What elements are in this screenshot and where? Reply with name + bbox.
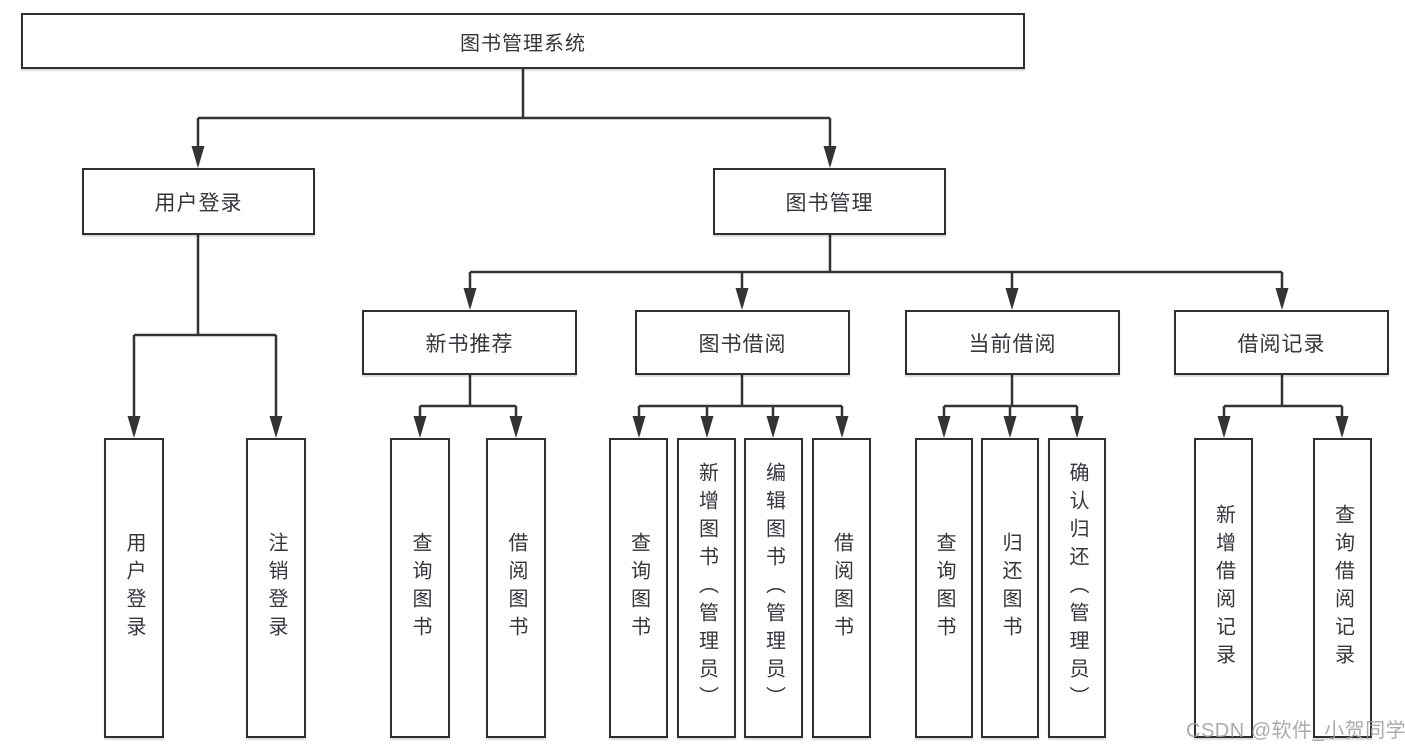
node-root-library-system: 图书管理系统 — [21, 13, 1025, 69]
node-book-management-label: 图书管理 — [785, 191, 874, 215]
node-borrow-records-label: 借阅记录 — [1237, 332, 1326, 356]
node-book-borrow: 图书借阅 — [635, 310, 850, 375]
arrowhead-icons — [127, 146, 1349, 438]
csdn-watermark: CSDN @软件_小贺同学 — [1186, 720, 1405, 742]
leaf-add-borrow-record: 新增借阅记录 — [1194, 438, 1253, 738]
leaf-query-books-recommend: 查询图书 — [390, 438, 450, 738]
leaf-confirm-return-admin: 确认归还（管理员） — [1048, 438, 1106, 738]
node-book-management: 图书管理 — [713, 168, 946, 235]
leaf-logout: 注销登录 — [246, 438, 306, 738]
node-new-book-recommend: 新书推荐 — [362, 310, 577, 375]
node-root-label: 图书管理系统 — [460, 32, 586, 55]
leaf-query-books-current: 查询图书 — [915, 438, 973, 738]
leaf-user-login: 用户登录 — [104, 438, 164, 738]
leaf-add-book-admin: 新增图书（管理员） — [677, 438, 736, 738]
leaf-edit-book-admin: 编辑图书（管理员） — [744, 438, 803, 738]
leaf-return-book: 归还图书 — [981, 438, 1039, 738]
node-current-borrow-label: 当前借阅 — [968, 332, 1057, 356]
node-current-borrow: 当前借阅 — [905, 310, 1120, 375]
leaf-borrow-books-recommend: 借阅图书 — [486, 438, 546, 738]
node-borrow-records: 借阅记录 — [1174, 310, 1389, 375]
node-book-borrow-label: 图书借阅 — [698, 332, 787, 356]
leaf-query-books-borrow: 查询图书 — [609, 438, 668, 738]
leaf-borrow-books: 借阅图书 — [812, 438, 871, 738]
node-user-login-label: 用户登录 — [154, 191, 243, 215]
leaf-query-borrow-record: 查询借阅记录 — [1313, 438, 1372, 738]
node-new-book-recommend-label: 新书推荐 — [425, 332, 514, 356]
node-user-login: 用户登录 — [82, 168, 315, 235]
